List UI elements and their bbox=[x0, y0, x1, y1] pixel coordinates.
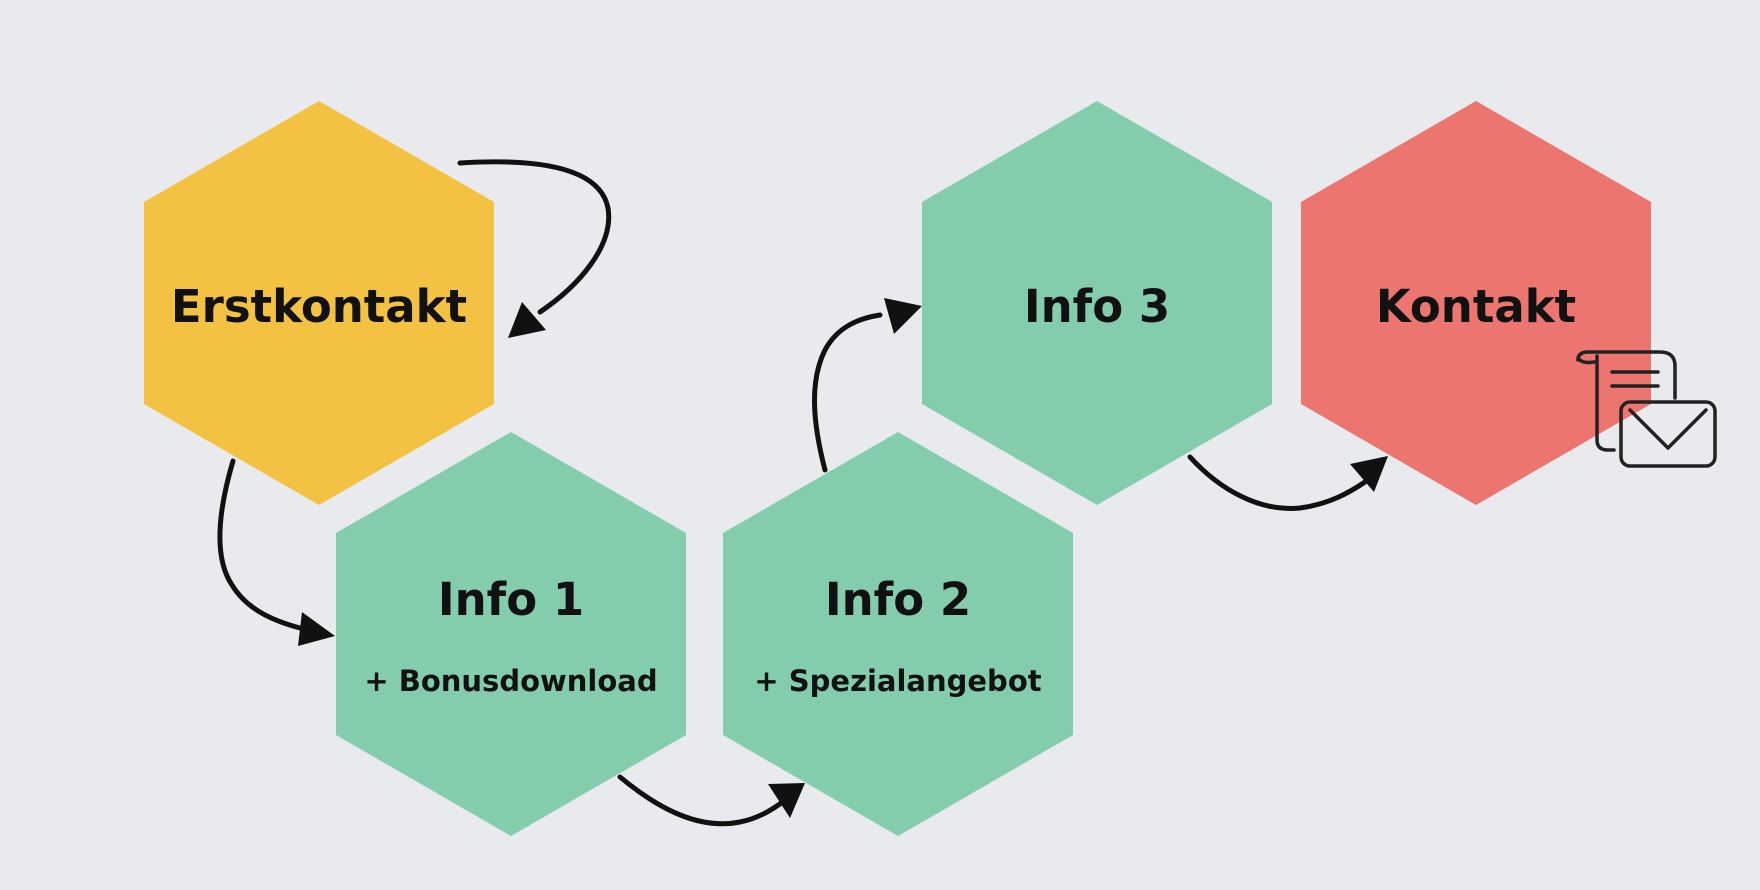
arrow-erstkontakt-to-info1-head bbox=[298, 612, 335, 646]
node-title-erstkontakt: Erstkontakt bbox=[171, 280, 467, 333]
hexagon-info3 bbox=[922, 101, 1272, 505]
arrow-erstkontakt-loop-line bbox=[457, 159, 612, 315]
arrow-info3-to-kontakt-head bbox=[1350, 456, 1388, 492]
arrow-erstkontakt-to-info1 bbox=[217, 458, 335, 646]
arrow-erstkontakt-loop-head bbox=[508, 302, 546, 338]
node-title-info2: Info 2 bbox=[825, 573, 971, 626]
node-info1: Info 1 + Bonusdownload bbox=[336, 432, 686, 836]
hexagon-info1 bbox=[336, 432, 686, 836]
arrow-info2-to-info3-head bbox=[884, 298, 922, 334]
envelope-flap bbox=[1628, 408, 1708, 450]
arrow-info3-to-kontakt bbox=[1187, 454, 1388, 511]
envelope-icon bbox=[1619, 400, 1717, 468]
node-subtitle-info1: + Bonusdownload bbox=[364, 664, 657, 698]
arrow-info1-to-info2 bbox=[617, 774, 805, 827]
arrow-info2-to-info3 bbox=[812, 298, 922, 473]
node-kontakt: Kontakt bbox=[1301, 101, 1651, 505]
node-title-info3: Info 3 bbox=[1024, 280, 1170, 333]
arrow-info2-to-info3-line bbox=[812, 312, 883, 473]
hexagon-kontakt bbox=[1301, 101, 1651, 505]
arrow-erstkontakt-to-info1-line bbox=[217, 458, 303, 631]
node-erstkontakt: Erstkontakt bbox=[144, 101, 494, 505]
hexagon-erstkontakt bbox=[144, 101, 494, 505]
node-info2: Info 2 + Spezialangebot bbox=[723, 432, 1073, 836]
arrow-erstkontakt-loop bbox=[457, 159, 612, 338]
arrow-info3-to-kontakt-line bbox=[1187, 454, 1368, 511]
node-title-info1: Info 1 bbox=[438, 573, 584, 626]
node-info3: Info 3 bbox=[922, 101, 1272, 505]
node-subtitle-info2: + Spezialangebot bbox=[754, 664, 1041, 698]
arrow-info1-to-info2-head bbox=[768, 783, 805, 818]
document-icon bbox=[1576, 350, 1677, 452]
document-and-envelope-icon bbox=[1576, 350, 1717, 468]
node-title-kontakt: Kontakt bbox=[1376, 280, 1576, 333]
arrow-info1-to-info2-line bbox=[617, 774, 788, 827]
hexagon-info2 bbox=[723, 432, 1073, 836]
